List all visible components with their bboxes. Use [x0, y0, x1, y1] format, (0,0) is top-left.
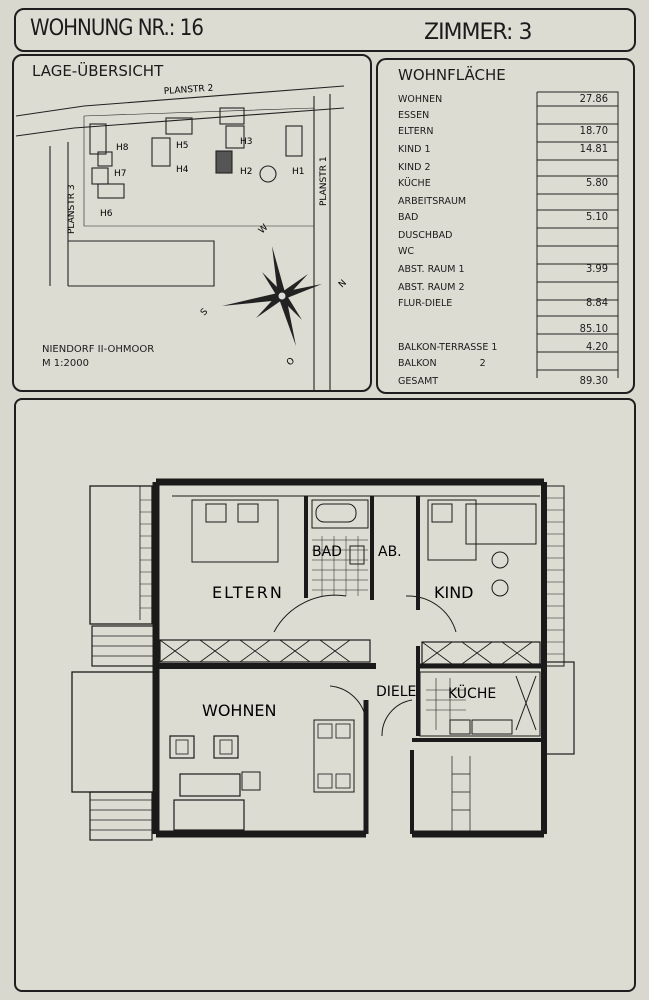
street-label: PLANSTR 1	[319, 156, 329, 206]
area-row-label: ABST. RAUM 1	[398, 264, 465, 275]
compass-label: N	[337, 278, 349, 290]
street-label: PLANSTR 3	[67, 184, 77, 234]
floor-plan-drawing: ELTERN BAD AB. KIND WOHNEN DIELE KÜCHE	[71, 478, 575, 841]
house-label: H1	[292, 167, 305, 177]
area-row-label: WOHNEN	[398, 94, 443, 105]
total-label: GESAMT	[398, 376, 439, 387]
area-row-value: 27.86	[579, 92, 608, 105]
header-banner: WOHNUNG NR.: 16 ZIMMER: 3	[14, 8, 636, 52]
house-label: H6	[100, 209, 113, 219]
house-label: H7	[114, 169, 127, 179]
area-row-value: 18.70	[579, 124, 608, 137]
area-row-value: 3.99	[585, 262, 608, 275]
area-row-label: DUSCHBAD	[398, 230, 453, 241]
compass-label: S	[199, 307, 210, 318]
house-label: H3	[240, 137, 253, 147]
area-row-label: KIND 1	[398, 144, 431, 155]
area-row-label: BAD	[398, 212, 419, 223]
floor-plan-panel: ELTERN BAD AB. KIND WOHNEN DIELE KÜCHE	[14, 398, 636, 992]
room-label-bad: BAD	[312, 544, 342, 560]
area-row-value: 14.81	[579, 142, 608, 155]
area-row-label: FLUR-DIELE	[398, 298, 453, 309]
scale-label: M 1:2000	[42, 358, 89, 369]
house-label: H5	[176, 141, 189, 151]
area-row-label: ARBEITSRAUM	[398, 196, 467, 207]
room-count: ZIMMER: 3	[424, 20, 532, 45]
area-row-label: ABST. RAUM 2	[398, 282, 465, 293]
area-row-value: 5.80	[585, 176, 608, 189]
site-plan-panel: LAGE-ÜBERSICHT	[12, 54, 372, 392]
area-row-value: 5.10	[585, 210, 608, 223]
area-row-label: ESSEN	[398, 110, 430, 121]
house-label: H2	[240, 167, 253, 177]
area-row-label: KIND 2	[398, 162, 431, 173]
area-row-label: ELTERN	[398, 126, 434, 137]
balcony2-label: BALKON 2	[398, 358, 486, 369]
room-label-kueche: KÜCHE	[448, 684, 496, 702]
compass-label: O	[285, 356, 297, 368]
location-label: NIENDORF II-OHMOOR	[42, 344, 155, 355]
area-row-label: KÜCHE	[398, 178, 431, 189]
total-value: 89.30	[579, 374, 608, 387]
house-label: H8	[116, 143, 129, 153]
room-label-eltern: ELTERN	[212, 583, 284, 602]
room-label-diele: DIELE	[376, 684, 416, 700]
compass-rose-icon	[222, 246, 322, 346]
balcony1-value: 4.20	[585, 340, 608, 353]
house-label: H4	[176, 165, 189, 175]
room-label-kind: KIND	[434, 583, 474, 602]
area-table-title: WOHNFLÄCHE	[398, 66, 506, 84]
street-label: PLANSTR 2	[164, 84, 214, 97]
room-label-wohnen: WOHNEN	[202, 701, 277, 720]
area-table-grid	[536, 91, 619, 378]
room-label-ab: AB.	[378, 544, 402, 560]
balcony1-label: BALKON-TERRASSE 1	[398, 342, 498, 353]
area-row-label: WC	[398, 246, 415, 257]
area-row-value: 8.84	[585, 296, 608, 309]
compass-label: W	[257, 223, 270, 236]
area-subtotal: 85.10	[579, 322, 608, 335]
apartment-number: WOHNUNG NR.: 16	[30, 16, 204, 41]
site-plan-drawing: PLANSTR 2 PLANSTR 3 PLANSTR 1 H8 H5 H3 H…	[15, 84, 349, 390]
site-plan-title: LAGE-ÜBERSICHT	[32, 62, 164, 80]
